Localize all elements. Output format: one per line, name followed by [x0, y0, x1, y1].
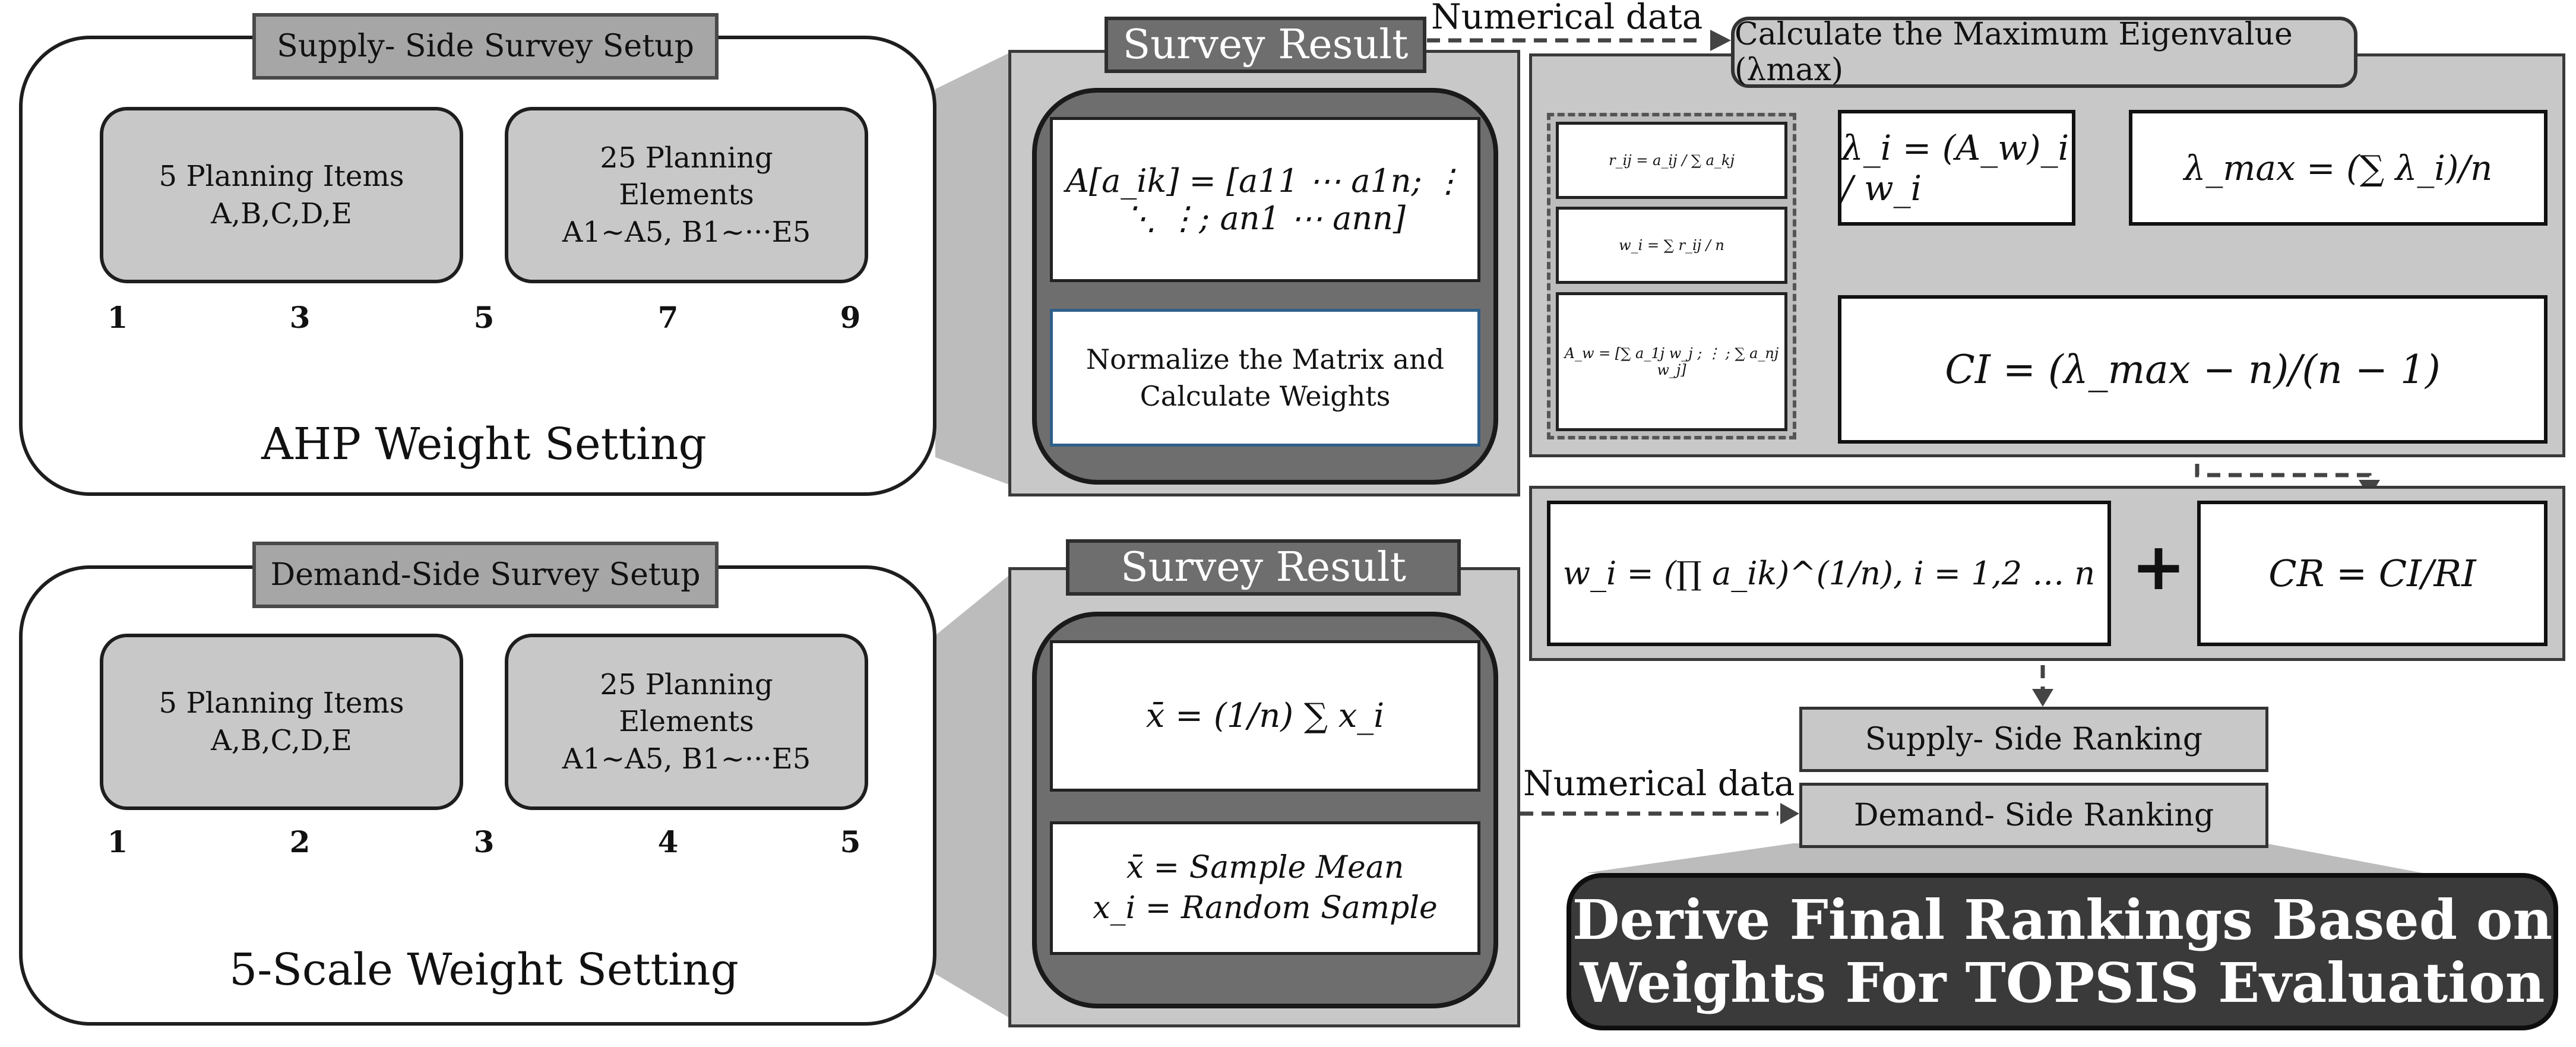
- ci-box: CI = (λ_max − n)/(n − 1): [1838, 295, 2547, 444]
- cr-formula: CR = CI/RI: [2268, 552, 2476, 595]
- final-rankings-text: Derive Final Rankings Based on Weights F…: [1572, 887, 2553, 1015]
- supply-ranking-box: Supply- Side Ranking: [1799, 707, 2268, 772]
- numerical-data-top-label: Numerical data: [1431, 0, 1703, 37]
- ahp-scale-9: 9: [840, 300, 861, 335]
- demand-setup-title: Demand-Side Survey Setup: [252, 542, 719, 608]
- arrowhead-5: [2032, 689, 2053, 707]
- demand-ranking-label: Demand- Side Ranking: [1853, 798, 2214, 833]
- wi-formula-box: w_i = (∏ a_ik)^(1/n), i = 1,2 … n: [1547, 501, 2111, 646]
- ci-formula: CI = (λ_max − n)/(n − 1): [1945, 346, 2441, 393]
- small-formula-2: w_i = ∑ r_ij / n: [1619, 237, 1724, 254]
- lambda-i-formula: λ_i = (A_w)_i / w_i: [1841, 127, 2069, 208]
- five-scale-weight-setting-title: 5-Scale Weight Setting: [229, 944, 739, 995]
- ahp-weight-setting-title: AHP Weight Setting: [261, 419, 707, 470]
- five-scale-4: 4: [657, 824, 679, 859]
- five-scale-1: 1: [107, 824, 128, 859]
- lambda-max-box: λ_max = (∑ λ_i)/n: [2129, 110, 2547, 226]
- final-rankings-box: Derive Final Rankings Based on Weights F…: [1567, 873, 2558, 1030]
- five-scale-5: 5: [840, 824, 861, 859]
- five-scale-3: 3: [473, 824, 495, 859]
- lambda-max-formula: λ_max = (∑ λ_i)/n: [2183, 147, 2493, 188]
- five-scale-2: 2: [289, 824, 311, 859]
- supply-items-label: 5 Planning Items A,B,C,D,E: [159, 160, 404, 230]
- supply-setup-title: Supply- Side Survey Setup: [252, 13, 719, 80]
- funnel-top: [935, 50, 1015, 487]
- ahp-scale-7: 7: [657, 300, 679, 335]
- lambda-i-box: λ_i = (A_w)_i / w_i: [1838, 110, 2075, 226]
- small-formula-2-box: w_i = ∑ r_ij / n: [1556, 207, 1787, 284]
- plus-sign: +: [2131, 529, 2186, 605]
- ahp-scale-3: 3: [289, 300, 311, 335]
- arrowhead-6: [1780, 803, 1799, 824]
- numerical-data-bottom-label: Numerical data: [1523, 763, 1795, 804]
- funnel-bottom: [935, 570, 1015, 1021]
- demand-items-box: 5 Planning Items A,B,C,D,E: [100, 634, 463, 810]
- ahp-scale-1: 1: [107, 300, 128, 335]
- supply-elements-label: 25 Planning Elements A1~A5, B1~···E5: [562, 141, 811, 249]
- small-formula-1-box: r_ij = a_ij / ∑ a_kj: [1556, 122, 1787, 199]
- small-formula-3-box: A_w = [∑ a_1j w_j ; ⋮ ; ∑ a_nj w_j]: [1556, 292, 1787, 431]
- normalize-box: Normalize the Matrix and Calculate Weigh…: [1050, 309, 1480, 447]
- eigen-title-box: Calculate the Maximum Eigenvalue (λmax): [1731, 17, 2357, 88]
- small-formula-3: A_w = [∑ a_1j w_j ; ⋮ ; ∑ a_nj w_j]: [1564, 345, 1779, 378]
- demand-items-label: 5 Planning Items A,B,C,D,E: [159, 687, 404, 757]
- matrix-formula: A[a_ik] = [a11 ⋯ a1n; ⋮ ⋱ ⋮; an1 ⋯ ann]: [1066, 162, 1464, 237]
- funnel-final: [1586, 843, 2423, 873]
- survey-result-top-title: Survey Result: [1105, 17, 1426, 73]
- small-formula-1: r_ij = a_ij / ∑ a_kj: [1609, 152, 1735, 169]
- supply-elements-box: 25 Planning Elements A1~A5, B1~···E5: [505, 107, 868, 283]
- normalize-text: Normalize the Matrix and Calculate Weigh…: [1086, 343, 1445, 412]
- arrow-ci-to-cr: [2195, 442, 2372, 484]
- cr-formula-box: CR = CI/RI: [2197, 501, 2547, 646]
- supply-items-box: 5 Planning Items A,B,C,D,E: [100, 107, 463, 283]
- eigen-title: Calculate the Maximum Eigenvalue (λmax): [1735, 17, 2293, 88]
- mean-formula-box: x̄ = (1/n) ∑ x_i: [1050, 640, 1480, 792]
- mean-legend-box: x̄ = Sample Mean x_i = Random Sample: [1050, 821, 1480, 955]
- supply-ranking-label: Supply- Side Ranking: [1865, 722, 2203, 757]
- mean-legend-line1: x̄ = Sample Mean: [1126, 849, 1404, 885]
- demand-elements-box: 25 Planning Elements A1~A5, B1~···E5: [505, 634, 868, 810]
- demand-ranking-box: Demand- Side Ranking: [1799, 783, 2268, 848]
- mean-legend-line2: x_i = Random Sample: [1093, 890, 1438, 926]
- arrowhead-1: [1710, 30, 1731, 51]
- demand-elements-label: 25 Planning Elements A1~A5, B1~···E5: [562, 668, 811, 776]
- survey-result-bottom-title: Survey Result: [1066, 539, 1461, 596]
- wi-formula: w_i = (∏ a_ik)^(1/n), i = 1,2 … n: [1562, 555, 2096, 592]
- mean-formula: x̄ = (1/n) ∑ x_i: [1145, 697, 1385, 735]
- ahp-scale-5: 5: [473, 300, 495, 335]
- matrix-formula-box: A[a_ik] = [a11 ⋯ a1n; ⋮ ⋱ ⋮; an1 ⋯ ann]: [1050, 117, 1480, 282]
